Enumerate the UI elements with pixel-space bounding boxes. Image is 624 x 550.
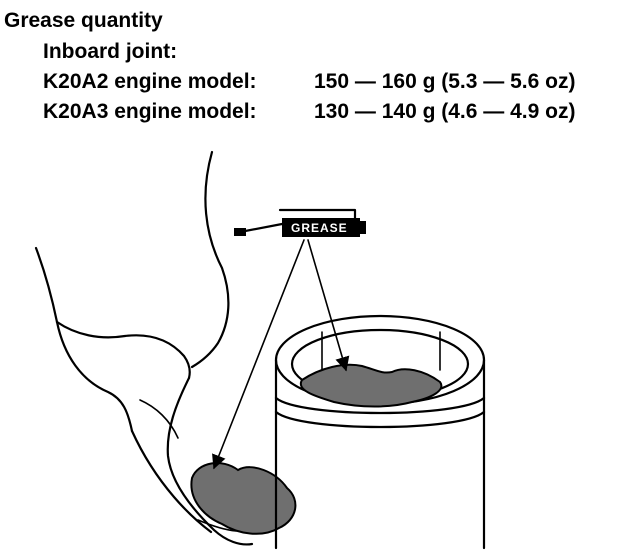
housing-band-upper [274, 396, 486, 415]
spec-row-model-k20a3: K20A3 engine model: [43, 100, 257, 123]
hand-finger-fold-outline [55, 320, 191, 380]
spec-row-value-k20a2: 150 — 160 g (5.3 — 5.6 oz) [314, 70, 576, 93]
grease-gun-icon: GREASE [234, 208, 366, 237]
arrow-to-finger [212, 239, 305, 470]
grease-gun-body [282, 218, 360, 237]
index-finger-lower-outline [130, 429, 213, 534]
grease-spec-block: Grease quantity Inboard joint: K20A2 eng… [0, 0, 624, 130]
arrow-to-housing [307, 239, 350, 372]
index-finger-upper-outline [166, 376, 254, 546]
inboard-joint-housing [274, 314, 486, 550]
spec-subheading: Inboard joint: [43, 40, 178, 63]
grease-in-housing [299, 363, 443, 408]
grease-gun-label: GREASE [291, 221, 348, 235]
fingernail-outline [197, 519, 237, 532]
hand-back-outline [190, 150, 230, 369]
grease-gun-end-cap [360, 221, 366, 234]
hand-knuckles-outline [34, 246, 134, 433]
spec-row-value-k20a3: 130 — 140 g (4.6 — 4.9 oz) [314, 100, 576, 123]
spec-heading: Grease quantity [4, 9, 163, 32]
grease-on-finger [190, 462, 297, 535]
grease-gun-nozzle [234, 228, 246, 236]
spec-row-model-k20a2: K20A2 engine model: [43, 70, 257, 93]
grease-gun-hose [238, 222, 284, 234]
grease-gun-handle [278, 208, 357, 220]
finger-crease-line [139, 399, 179, 439]
hand-drawing [34, 150, 254, 546]
housing-band-lower [274, 410, 486, 429]
